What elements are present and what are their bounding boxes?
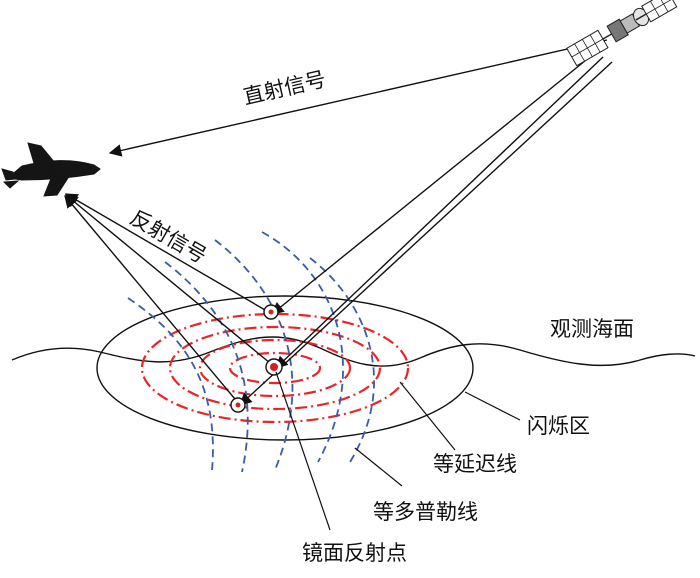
direct-signal-arrow <box>108 39 608 157</box>
iso-delay-lines <box>140 312 410 424</box>
leader-iso-doppler <box>354 447 403 487</box>
label-iso-doppler-line: 等多普勒线 <box>373 500 478 524</box>
iso-doppler-curve-1 <box>127 297 214 471</box>
incident-rays <box>239 51 613 406</box>
incident-ray-3 <box>239 61 613 406</box>
reflected-rays <box>64 193 277 406</box>
reflected-ray-3 <box>64 195 241 406</box>
iso-doppler-curve-4 <box>261 231 344 463</box>
iso-delay-ellipse-4 <box>140 312 410 424</box>
satellite-icon <box>566 0 678 67</box>
iso-delay-ellipse-2 <box>198 338 352 398</box>
iso-doppler-curve-2 <box>164 261 249 473</box>
reflected-ray-2 <box>65 194 277 369</box>
reflected-ray-1 <box>64 193 273 315</box>
label-glistening-zone: 闪烁区 <box>527 414 590 438</box>
iso-doppler-curve-5 <box>309 257 375 463</box>
incident-ray-2 <box>275 56 604 369</box>
airplane-icon <box>1 142 101 197</box>
iso-delay-ellipse-1 <box>228 351 322 385</box>
leader-specular-point <box>275 371 331 531</box>
incident-ray-1 <box>271 51 597 315</box>
leader-glistening-zone <box>464 391 521 421</box>
sea-surface-line <box>11 336 696 367</box>
label-iso-delay-line: 等延迟线 <box>433 452 517 476</box>
label-sea-surface: 观测海面 <box>550 317 634 341</box>
iso-delay-ellipse-3 <box>168 325 382 411</box>
leader-iso-delay <box>399 381 456 451</box>
leader-lines <box>275 371 521 531</box>
iso-doppler-curve-3 <box>214 239 294 471</box>
label-specular-point: 镜面反射点 <box>302 541 407 565</box>
specular-points <box>230 304 283 413</box>
iso-doppler-lines <box>127 231 375 473</box>
